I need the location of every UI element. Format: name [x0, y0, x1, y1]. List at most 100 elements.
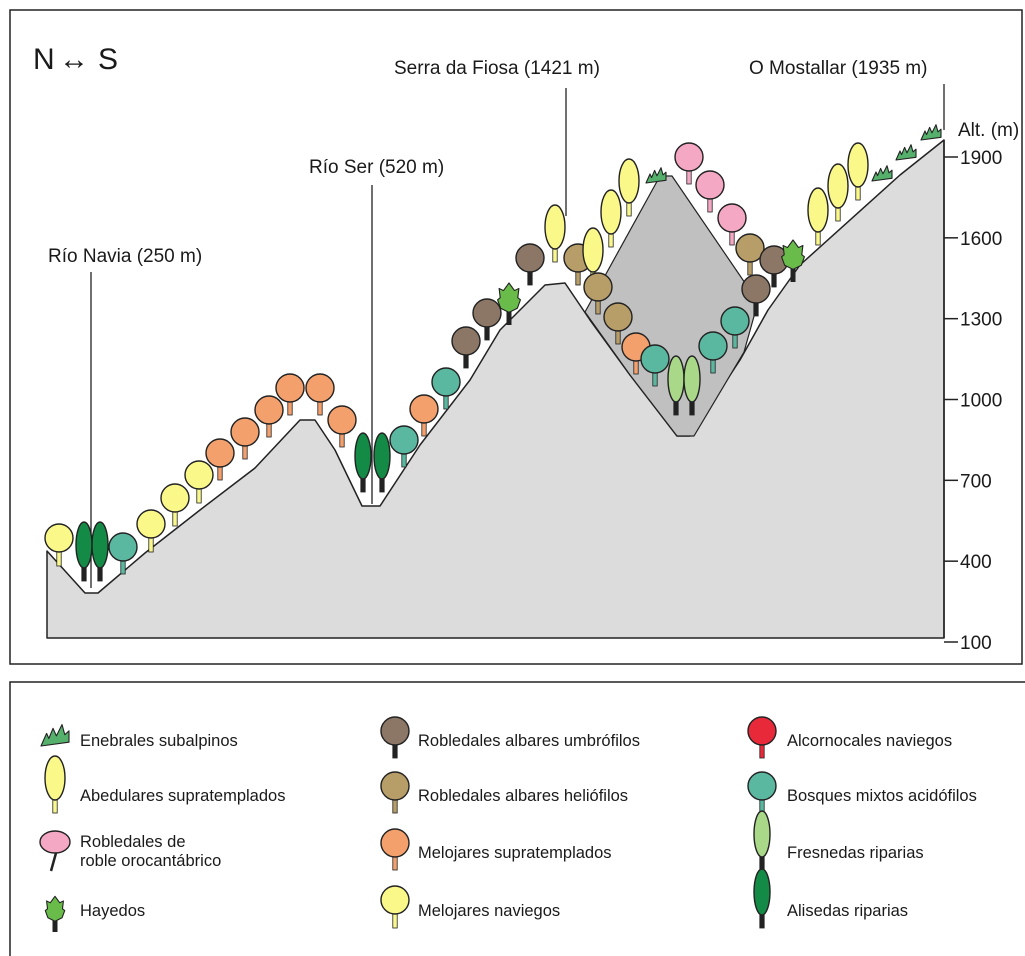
oakbrown-tree-icon	[741, 274, 771, 317]
terrain-profile	[46, 139, 945, 639]
alder-tree-icon	[753, 868, 771, 929]
juniper-tree-icon	[920, 124, 942, 141]
legend-item-oakbrown: Robledales albares umbrófilos	[380, 716, 640, 759]
south-label: S	[98, 43, 118, 76]
alder-tree-icon	[373, 432, 391, 493]
oaktan-tree-icon	[603, 302, 633, 345]
juniper-tree-icon	[871, 165, 893, 182]
alder-tree-icon	[91, 521, 109, 582]
axis-tick-label: 1600	[960, 229, 1002, 250]
oaktan-tree-icon	[380, 771, 410, 814]
oakpink-tree-icon	[717, 203, 747, 246]
legend-label: Robledales albares umbrófilos	[418, 732, 640, 750]
pyrorange-tree-icon	[380, 828, 410, 871]
birch-tree-icon	[847, 142, 869, 201]
legend-item-birch: Abedulares supratemplados	[44, 755, 285, 814]
pyryellow-tree-icon	[44, 523, 74, 567]
axis-tick-label: 100	[960, 633, 992, 654]
cork-tree-icon	[747, 716, 777, 759]
birch-tree-icon	[44, 755, 66, 814]
oakpink-tree-icon	[674, 142, 704, 185]
pyrorange-tree-icon	[305, 373, 335, 416]
legend-label: Abedulares supratemplados	[80, 787, 285, 805]
oaktan-tree-icon	[583, 272, 613, 315]
location-label-rio-ser: Río Ser (520 m)	[309, 157, 444, 178]
oaktan-tree-icon	[735, 233, 765, 276]
oakbrown-tree-icon	[451, 326, 481, 369]
oakbrown-tree-icon	[515, 243, 545, 286]
legend-panel	[9, 681, 1025, 956]
pyrorange-tree-icon	[275, 373, 305, 416]
mixed-tree-icon	[640, 344, 670, 387]
legend-label: Alisedas riparias	[787, 902, 908, 920]
pyrorange-tree-icon	[230, 417, 260, 460]
legend-item-cork: Alcornocales naviegos	[747, 716, 952, 759]
legend-item-ash: Fresnedas riparias	[753, 810, 924, 871]
legend-label: Robledales albares heliófilos	[418, 787, 628, 805]
beech-tree-icon	[44, 895, 66, 932]
axis-tick-label: 1000	[960, 391, 1002, 412]
birch-tree-icon	[600, 189, 622, 248]
oakpink-tree-icon	[39, 830, 71, 872]
juniper-tree-icon	[40, 724, 70, 747]
pyrorange-tree-icon	[205, 438, 235, 481]
legend-item-pyryellow: Melojares naviegos	[380, 885, 560, 929]
alder-tree-icon	[354, 432, 372, 493]
location-label-rio-navia: Río Navia (250 m)	[48, 246, 202, 267]
axis-tick-label: 700	[960, 471, 992, 492]
location-label-serra-fiosa: Serra da Fiosa (1421 m)	[394, 58, 600, 79]
mixed-tree-icon	[747, 771, 777, 814]
altitude-axis: Alt. (m) 1900 1600 1300 1000 700 400 100	[943, 120, 1019, 654]
birch-tree-icon	[807, 187, 829, 246]
axis-tick-label: 400	[960, 552, 992, 573]
juniper-tree-icon	[645, 167, 667, 184]
legend-item-oaktan: Robledales albares heliófilos	[380, 771, 628, 814]
direction-arrow-icon: ↔	[59, 43, 89, 76]
legend-label: Bosques mixtos acidófilos	[787, 787, 977, 805]
north-label: N	[33, 43, 55, 76]
mixed-tree-icon	[389, 425, 419, 468]
legend-label: Melojares supratemplados	[418, 844, 612, 862]
pyryellow-tree-icon	[160, 483, 190, 527]
legend-label: Fresnedas riparias	[787, 844, 924, 862]
pyryellow-tree-icon	[184, 460, 214, 504]
legend-item-pyrorange: Melojares supratemplados	[380, 828, 612, 871]
profile-trees	[44, 124, 942, 582]
legend-label: Alcornocales naviegos	[787, 732, 952, 750]
location-labels: Río Navia (250 m) Río Ser (520 m) Serra …	[48, 58, 945, 588]
beech-tree-icon	[781, 239, 805, 282]
pyryellow-tree-icon	[380, 885, 410, 929]
mixed-tree-icon	[720, 306, 750, 349]
birch-tree-icon	[544, 204, 566, 263]
mixed-tree-icon	[108, 532, 138, 575]
legend-label: Hayedos	[80, 902, 145, 920]
beech-tree-icon	[497, 282, 521, 325]
legend-label: Enebrales subalpinos	[80, 732, 238, 750]
direction-indicator: N ↔ S	[33, 43, 118, 76]
birch-tree-icon	[618, 158, 640, 217]
axis-tick-label: 1900	[960, 148, 1002, 169]
axis-tick-label: 1300	[960, 310, 1002, 331]
location-label-mostallar: O Mostallar (1935 m)	[749, 58, 927, 79]
legend-item-mixed: Bosques mixtos acidófilos	[747, 771, 977, 814]
legend-label: Melojares naviegos	[418, 902, 560, 920]
ash-tree-icon	[753, 810, 771, 871]
pyrorange-tree-icon	[409, 394, 439, 437]
axis-title: Alt. (m)	[958, 120, 1019, 141]
oakbrown-tree-icon	[380, 716, 410, 759]
legend-item-beech: Hayedos	[44, 895, 145, 932]
birch-tree-icon	[827, 163, 849, 222]
mixed-tree-icon	[698, 331, 728, 374]
ash-tree-icon	[683, 355, 701, 416]
oakbrown-tree-icon	[472, 298, 502, 341]
pyrorange-tree-icon	[327, 405, 357, 448]
pyrorange-tree-icon	[254, 395, 284, 438]
legend-item-alder: Alisedas riparias	[753, 868, 908, 929]
mixed-tree-icon	[431, 367, 461, 410]
pyryellow-tree-icon	[136, 509, 166, 553]
juniper-tree-icon	[895, 144, 917, 161]
